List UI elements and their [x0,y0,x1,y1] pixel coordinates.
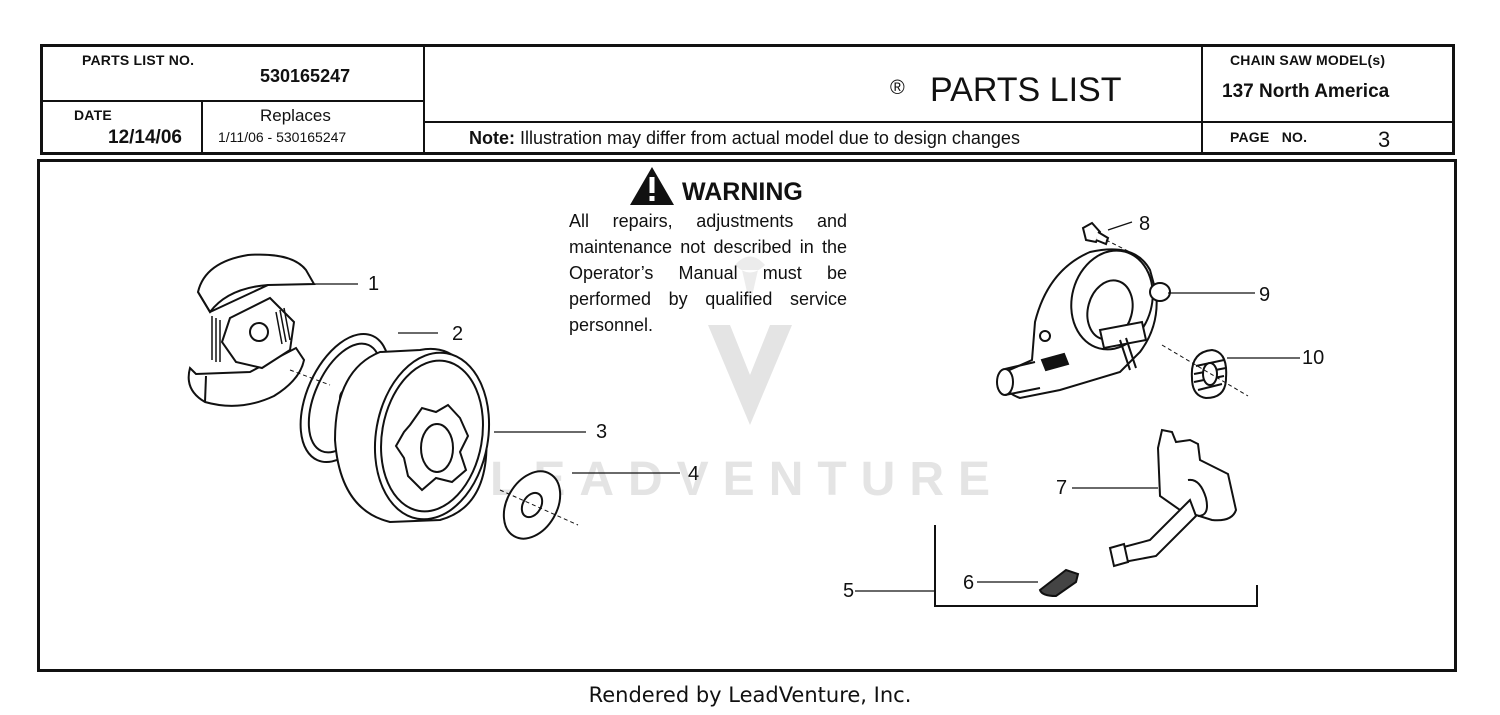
registered-mark: ® [890,77,905,99]
watermark-logo-icon [708,256,792,425]
part-6-filter [1038,568,1080,598]
diagram-frame [37,159,1457,672]
page-no-label: PAGE NO. [1230,129,1308,145]
watermark-text: LEADVENTURE [490,453,1005,506]
callout-8: 8 [1139,213,1150,235]
callout-6: 6 [963,572,974,594]
part-1-clutch-shoe [187,253,316,407]
model-value: 137 North America [1222,81,1390,102]
part-9-oil-pump [996,248,1171,400]
part-7-oil-hose [1108,428,1238,568]
part-10-worm-gear [1190,348,1228,400]
callout-7: 7 [1056,477,1067,499]
page-title: PARTS LIST [930,71,1122,109]
part-4-washer [502,470,562,540]
callout-10: 10 [1302,347,1324,369]
callout-4: 4 [688,463,699,485]
callout-5: 5 [843,580,854,602]
part-3-clutch-drum [333,347,491,524]
warning-heading: WARNING [682,178,803,206]
warning-triangle-icon [630,167,674,205]
callout-9: 9 [1259,284,1270,306]
parts-list-no-value: 530165247 [260,66,351,86]
note-text: Illustration may differ from actual mode… [515,128,1020,148]
callout-2: 2 [452,323,463,345]
note: Note: Illustration may differ from actua… [469,128,1020,149]
warning-text: All repairs, adjustments and maintenance… [569,211,847,335]
parts-list-no-label: PARTS LIST NO. [82,52,195,68]
replaces-label: Replaces [260,106,331,125]
footer-text: Rendered by LeadVenture, Inc. [588,683,912,707]
date-label: DATE [74,107,112,123]
callout-3: 3 [596,421,607,443]
part-5-bracket [934,525,1258,607]
note-label: Note: [469,128,515,148]
date-value: 12/14/06 [108,127,182,148]
model-label: CHAIN SAW MODEL(s) [1230,52,1386,68]
callout-1: 1 [368,273,379,295]
replaces-value: 1/11/06 - 530165247 [218,129,347,145]
page-no-value: 3 [1378,127,1391,152]
part-8-screw [1081,221,1110,246]
